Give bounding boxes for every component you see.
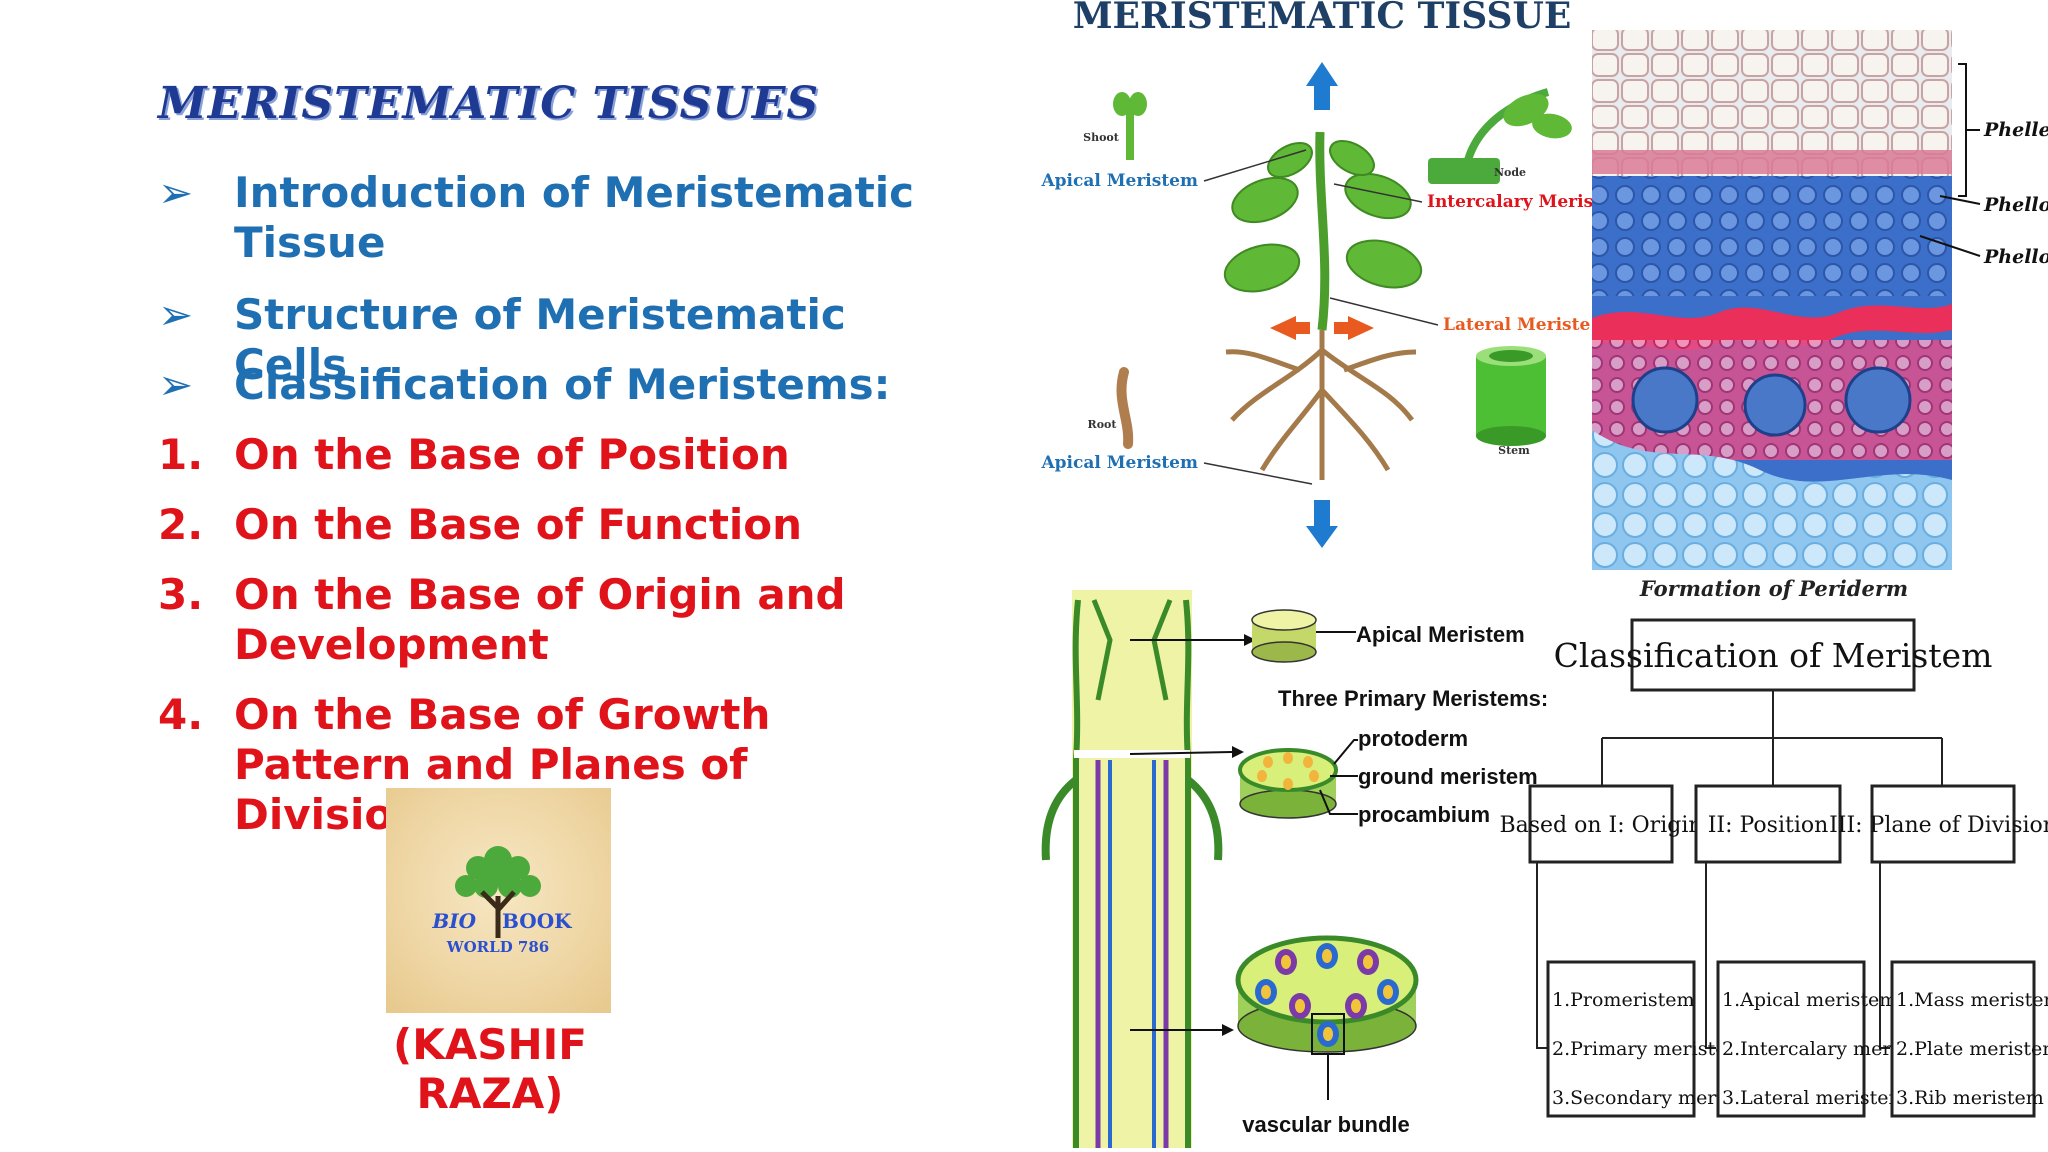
branch-origin-label: Based on I: Origin [1499,813,1702,838]
logo: BIO BOOK WORLD 786 [386,788,611,1013]
topic-item: 2. On the Base of Function [158,500,918,550]
phellogen-label: Phello [1983,194,2048,216]
position-item: 2.Intercalary meristem [1722,1038,1944,1060]
root-label: Root [1088,418,1118,431]
topic-item: ➢ Introduction of Meristematic Tissue [158,168,918,268]
list-number: 1. [158,430,204,479]
classification-tree: Classification of Meristem Based on I: O… [1499,618,2048,1118]
node-illustration [1428,88,1572,184]
branch-plane-label: III: Plane of Division [1829,813,2048,838]
procambium-label: procambium [1358,802,1490,827]
classification-root-label: Classification of Meristem [1554,636,1993,675]
node-label: Node [1494,166,1526,179]
left-arrow-icon [1270,316,1310,340]
figures-panel: MERISTEMATIC TISSUE Shoot Apical Meriste… [1040,0,2048,1148]
topic-text: On the Base of Position [234,430,790,479]
lateral-meristem-label: Lateral Meriste [1443,315,1590,335]
origin-item: 3.Secondary meristem [1552,1087,1769,1109]
apical-disc-illustration [1251,609,1317,663]
list-number: 3. [158,570,204,619]
topic-text: On the Base of Origin and Development [234,570,846,669]
arrow-bullet-icon: ➢ [158,360,194,409]
primary-meristem-disc-illustration [1238,748,1338,819]
topic-item: ➢ Structure of Meristematic Cells [158,290,918,390]
stem-label: Stem [1498,444,1530,457]
list-number: 2. [158,500,204,549]
shoot-label: Shoot [1083,131,1120,144]
shoot-illustration [1113,92,1147,160]
stem-cylinder-illustration [1476,346,1546,446]
plant-diagram-title: MERISTEMATIC TISSUE [1073,0,1572,37]
branch-position-label: II: Position [1708,813,1829,838]
vascular-disc-illustration [1235,935,1419,1055]
stem-longitudinal-illustration [1041,590,1223,1148]
three-primary-meristems-heading: Three Primary Meristems: [1278,686,1548,711]
topic-text: Structure of Meristematic Cells [234,290,846,389]
apical-meristem-root-label: Apical Meristem [1040,453,1198,473]
periderm-caption: Formation of Periderm [1639,576,1908,601]
origin-item: 2.Primary meristem [1552,1038,1744,1060]
logo-text-left: BIO [431,909,476,933]
arrow-bullet-icon: ➢ [158,290,194,339]
protoderm-label: protoderm [1358,726,1468,751]
origin-item: 1.Promeristem [1552,989,1695,1011]
topic-item: 1. On the Base of Position [158,430,918,480]
topic-item: 3. On the Base of Origin and Development [158,570,918,670]
position-item: 3.Lateral meristem [1722,1087,1907,1109]
phellem-label: Phelle [1983,119,2048,141]
topic-item: ➢ Classification of Meristems: [158,360,918,410]
topic-text: On the Base of Function [234,500,803,549]
topic-item: 4. On the Base of Growth Pattern and Pla… [158,690,918,840]
right-arrow-icon [1334,316,1374,340]
arrow-bullet-icon: ➢ [158,168,194,217]
plane-item: 1.Mass meristem [1896,989,2048,1011]
apical-meristem-label: Apical Meristem [1040,171,1198,191]
author-name: (KASHIF RAZA) [393,1020,587,1118]
logo-text-right: BOOK [502,909,572,933]
plane-item: 3.Rib meristem [1896,1087,2044,1109]
apical-meristem-stem-label: Apical Meristem [1356,622,1525,647]
vascular-bundle-label: vascular bundle [1242,1112,1410,1137]
logo-subtext: WORLD 786 [446,938,549,956]
intercalary-meristem-label: Intercalary Meris [1427,192,1593,212]
root-illustration [1116,367,1134,449]
slide-title: MERISTEMATIC TISSUES [158,78,820,129]
tree-icon: BIO BOOK WORLD 786 [431,846,572,956]
topic-text: Introduction of Meristematic Tissue [234,168,915,267]
topic-text: On the Base of Growth Pattern and Planes… [234,690,771,839]
phelloderm-label: Phello [1983,246,2048,268]
plane-item: 2.Plate meristem [1896,1038,2048,1060]
plant-illustration [1223,131,1423,480]
topic-text: Classification of Meristems: [234,360,891,409]
position-item: 1.Apical meristem [1722,989,1897,1011]
periderm-micrograph [1592,30,1952,570]
down-arrow-icon [1306,500,1338,548]
list-number: 4. [158,690,204,739]
up-arrow-icon [1306,62,1338,110]
ground-meristem-label: ground meristem [1358,764,1538,789]
